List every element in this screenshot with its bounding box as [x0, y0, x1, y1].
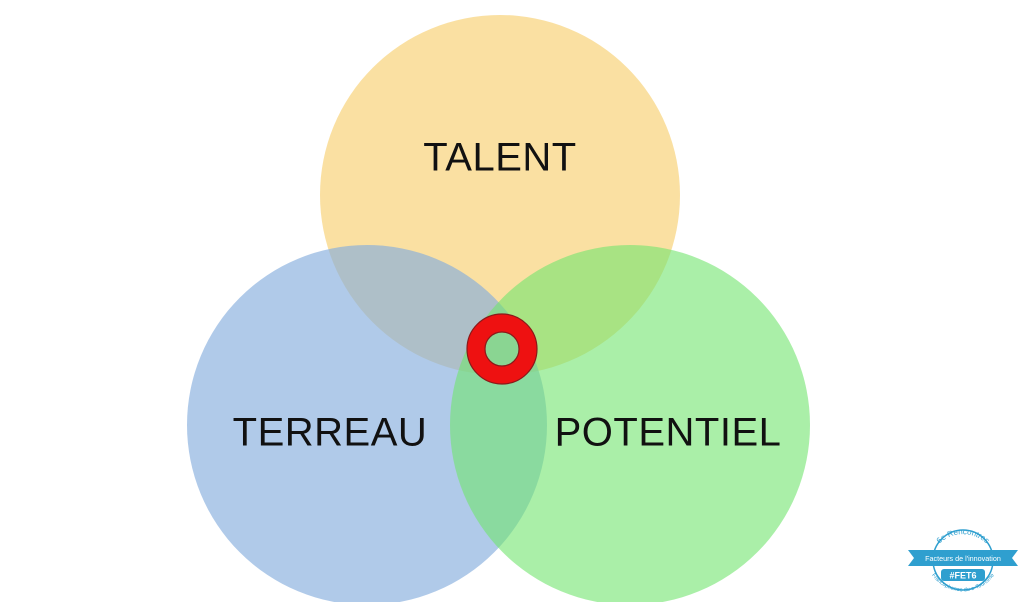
- fet6-badge-logo: 6e Rencontres Facteurs de l'innovation #…: [908, 527, 1018, 593]
- badge-ribbon: [908, 550, 1018, 566]
- terreau-label: TERREAU: [233, 411, 428, 455]
- talent-label: TALENT: [423, 136, 576, 180]
- potentiel-circle: [450, 245, 810, 602]
- potentiel-label: POTENTIEL: [555, 411, 782, 455]
- intersection-ring: [467, 314, 537, 384]
- badge-hashtag-text: #FET6: [949, 571, 976, 581]
- intersection-ring-outer-outline: [466, 313, 538, 385]
- badge-middle-text: Facteurs de l'innovation: [925, 554, 1001, 563]
- badge-hashtag-box: [941, 569, 985, 581]
- terreau-circle: [187, 245, 547, 602]
- intersection-ring-inner-outline: [484, 331, 520, 367]
